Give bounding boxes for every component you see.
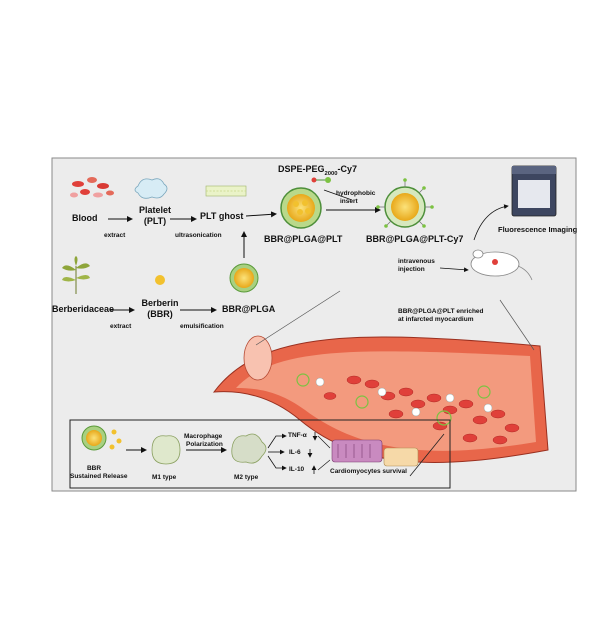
plt-ghost-label: PLT ghost [200,211,244,221]
nanoparticle-cy7-icon [376,178,434,228]
insert-label: insert [340,198,358,205]
extract-middle-label: extract [110,323,132,330]
il10-label: IL-10 [289,466,305,473]
bbr-plga-label: BBR@PLGA [222,304,276,314]
peg-cy7-icon [311,177,331,183]
macrophage-m2-icon [231,433,267,464]
bbr-plga-plt-label: BBR@PLGA@PLT [264,234,343,244]
bbr-label: BBR [86,465,102,472]
il6-label: IL-6 [289,449,301,456]
berberin-abbr-label: (BBR) [147,309,173,319]
berberin-dot-icon [155,275,165,285]
enriched-line1-label: BBR@PLGA@PLT enriched [398,308,484,315]
polarization-label: Polarization [186,441,223,448]
macrophage-label: Macrophage [184,433,223,440]
bbr-plga-icon [229,263,259,293]
fluorescence-imaging-label: Fluorescence Imaging [498,225,578,234]
dspe-peg-label: DSPE-PEG2000-Cy7 [278,164,358,177]
ultrasonication-label: ultrasonication [175,232,222,239]
platelet-icon [134,178,168,199]
nanoparticle-icon [280,187,322,229]
platelet-abbr-label: (PLT) [143,216,167,226]
sustained-release-label: Sustained Release [70,473,128,480]
emulsification-label: emulsification [180,323,224,330]
blood-label: Blood [72,213,98,223]
hydrophobic-label: hydrophobic [336,190,376,197]
cardiomyocytes-survival-label: Cardiomyocytes survival [330,468,407,475]
enriched-line2-label: at infarcted myocardium [398,316,474,323]
macrophage-m1-icon [151,435,181,465]
plant-icon [62,256,90,294]
extract-top-label: extract [104,232,126,239]
tnf-label: TNF-α [288,432,307,439]
bbr-plga-plt-cy7-label: BBR@PLGA@PLT-Cy7 [366,234,464,244]
berberin-label: Berberin [141,298,179,308]
bbr-release-icon [81,425,122,451]
m2-type-label: M2 type [234,474,259,481]
mechanism-panel [69,419,451,489]
platelet-label: Platelet [138,205,171,215]
intravenous-label: intravenous [398,258,435,265]
cardiomyocytes-icon [331,439,419,467]
mouse-icon [470,249,533,281]
blood-vessel-icon [212,290,549,463]
blood-cells-icon [70,177,114,198]
imaging-device-icon [511,165,557,217]
m1-type-label: M1 type [152,474,177,481]
membrane-ghost-icon [205,185,247,197]
injection-label: injection [398,266,425,273]
berberidaceae-label: Berberidaceae [52,304,115,314]
